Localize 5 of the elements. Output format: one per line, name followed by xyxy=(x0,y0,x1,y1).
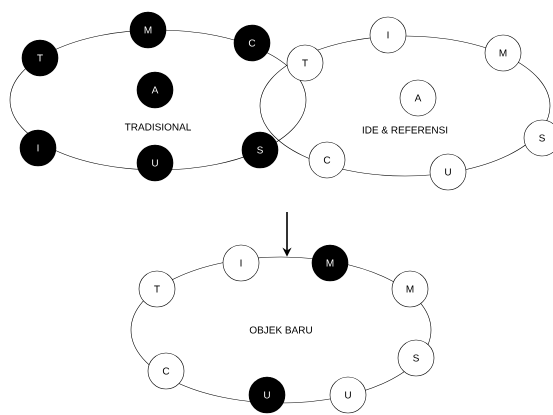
ellipse-label: TRADISIONAL xyxy=(124,123,192,131)
node-label: S xyxy=(539,134,545,142)
ellipse-label: OBJEK BARU xyxy=(250,326,312,334)
node-label: U xyxy=(345,392,351,398)
ellipse-label: IDE & REFERENSI xyxy=(362,126,448,134)
